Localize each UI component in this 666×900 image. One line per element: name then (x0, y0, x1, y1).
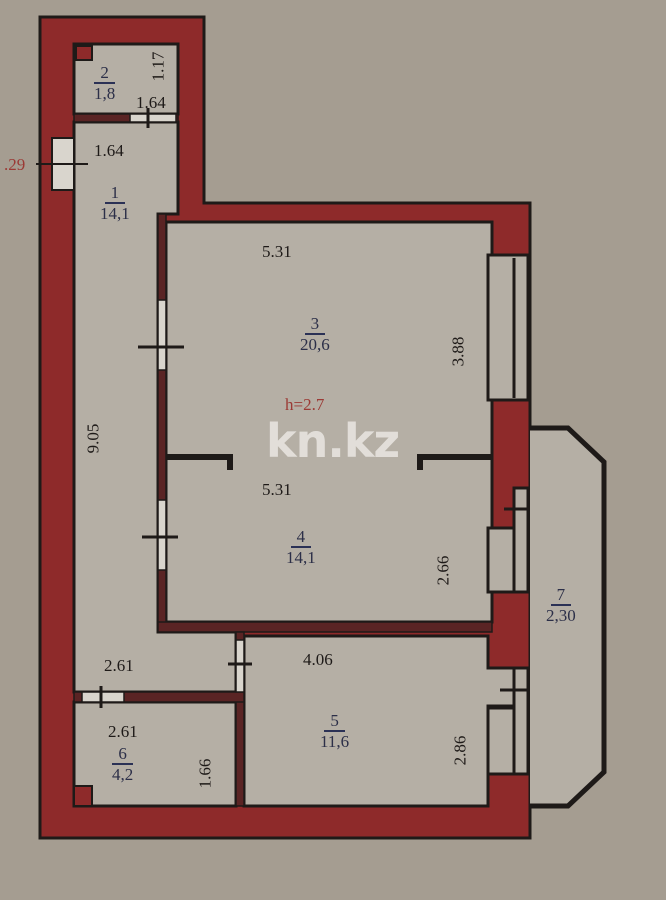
room-5-label: 5 11,6 (320, 712, 349, 750)
watermark-logo: kn.kz (266, 414, 400, 468)
room-4-floor (164, 456, 494, 624)
room-3-floor (164, 220, 494, 460)
room-area: 4,2 (112, 765, 134, 784)
room-2-label: 2 1,8 (94, 64, 115, 102)
room-number: 3 (304, 315, 326, 335)
room-7-label: 7 2,30 (546, 586, 576, 624)
dim-corridor-length: 9.05 (83, 423, 103, 454)
room-area: 14,1 (100, 204, 130, 223)
dim-room4-depth: 2.66 (433, 555, 453, 586)
balcony-7-outline (530, 425, 607, 809)
door-room-2 (129, 113, 177, 123)
dim-room3-width: 5.31 (262, 242, 292, 261)
dim-room5-width: 4.06 (303, 650, 333, 669)
dim-room2-height: 1.17 (148, 51, 168, 82)
room-area: 20,6 (300, 335, 330, 354)
window-room-4 (486, 526, 518, 594)
room-2-floor (72, 42, 180, 116)
room-area: 11,6 (320, 732, 350, 751)
balcony-door-5 (512, 666, 530, 776)
door-room-3 (157, 299, 167, 371)
dim-room2-width: 1.64 (136, 93, 166, 112)
dim-room6-depth: 1.66 (195, 758, 215, 789)
room-number: 1 (104, 184, 126, 204)
room-area: 1,8 (94, 84, 116, 103)
ceiling-height: h=2.7 (285, 395, 325, 414)
dim-room4-width: 5.31 (262, 480, 292, 499)
window-room-5 (486, 706, 518, 776)
room-number: 2 (94, 64, 115, 84)
dim-hall-width: 2.61 (104, 656, 134, 675)
room-number: 5 (324, 712, 345, 732)
dim-room1-width: 1.64 (94, 141, 124, 160)
room-5-floor (242, 634, 518, 808)
door-room-6 (81, 691, 125, 703)
balcony-door-4 (512, 486, 530, 594)
external-dimension: .29 (4, 155, 26, 174)
room-number: 4 (290, 528, 312, 548)
dim-room6-width: 2.61 (108, 722, 138, 741)
room-3-label: 3 20,6 (300, 315, 330, 353)
room-6-floor (72, 700, 238, 808)
dim-room5-depth: 2.86 (450, 735, 470, 766)
room-6-label: 6 4,2 (112, 745, 133, 783)
door-room-4 (157, 499, 167, 571)
room-number: 6 (112, 745, 133, 765)
room-4-label: 4 14,1 (286, 528, 316, 566)
room-6-duct (73, 785, 93, 807)
room-area: 14,1 (286, 548, 316, 567)
dim-room3-depth: 3.88 (448, 336, 468, 367)
window-room-3 (486, 253, 530, 402)
room-area: 2,30 (546, 606, 576, 625)
room-1-label: 1 14,1 (100, 184, 130, 222)
room-2-duct (75, 45, 93, 61)
door-room-5 (235, 639, 245, 693)
room-number: 7 (550, 586, 572, 606)
